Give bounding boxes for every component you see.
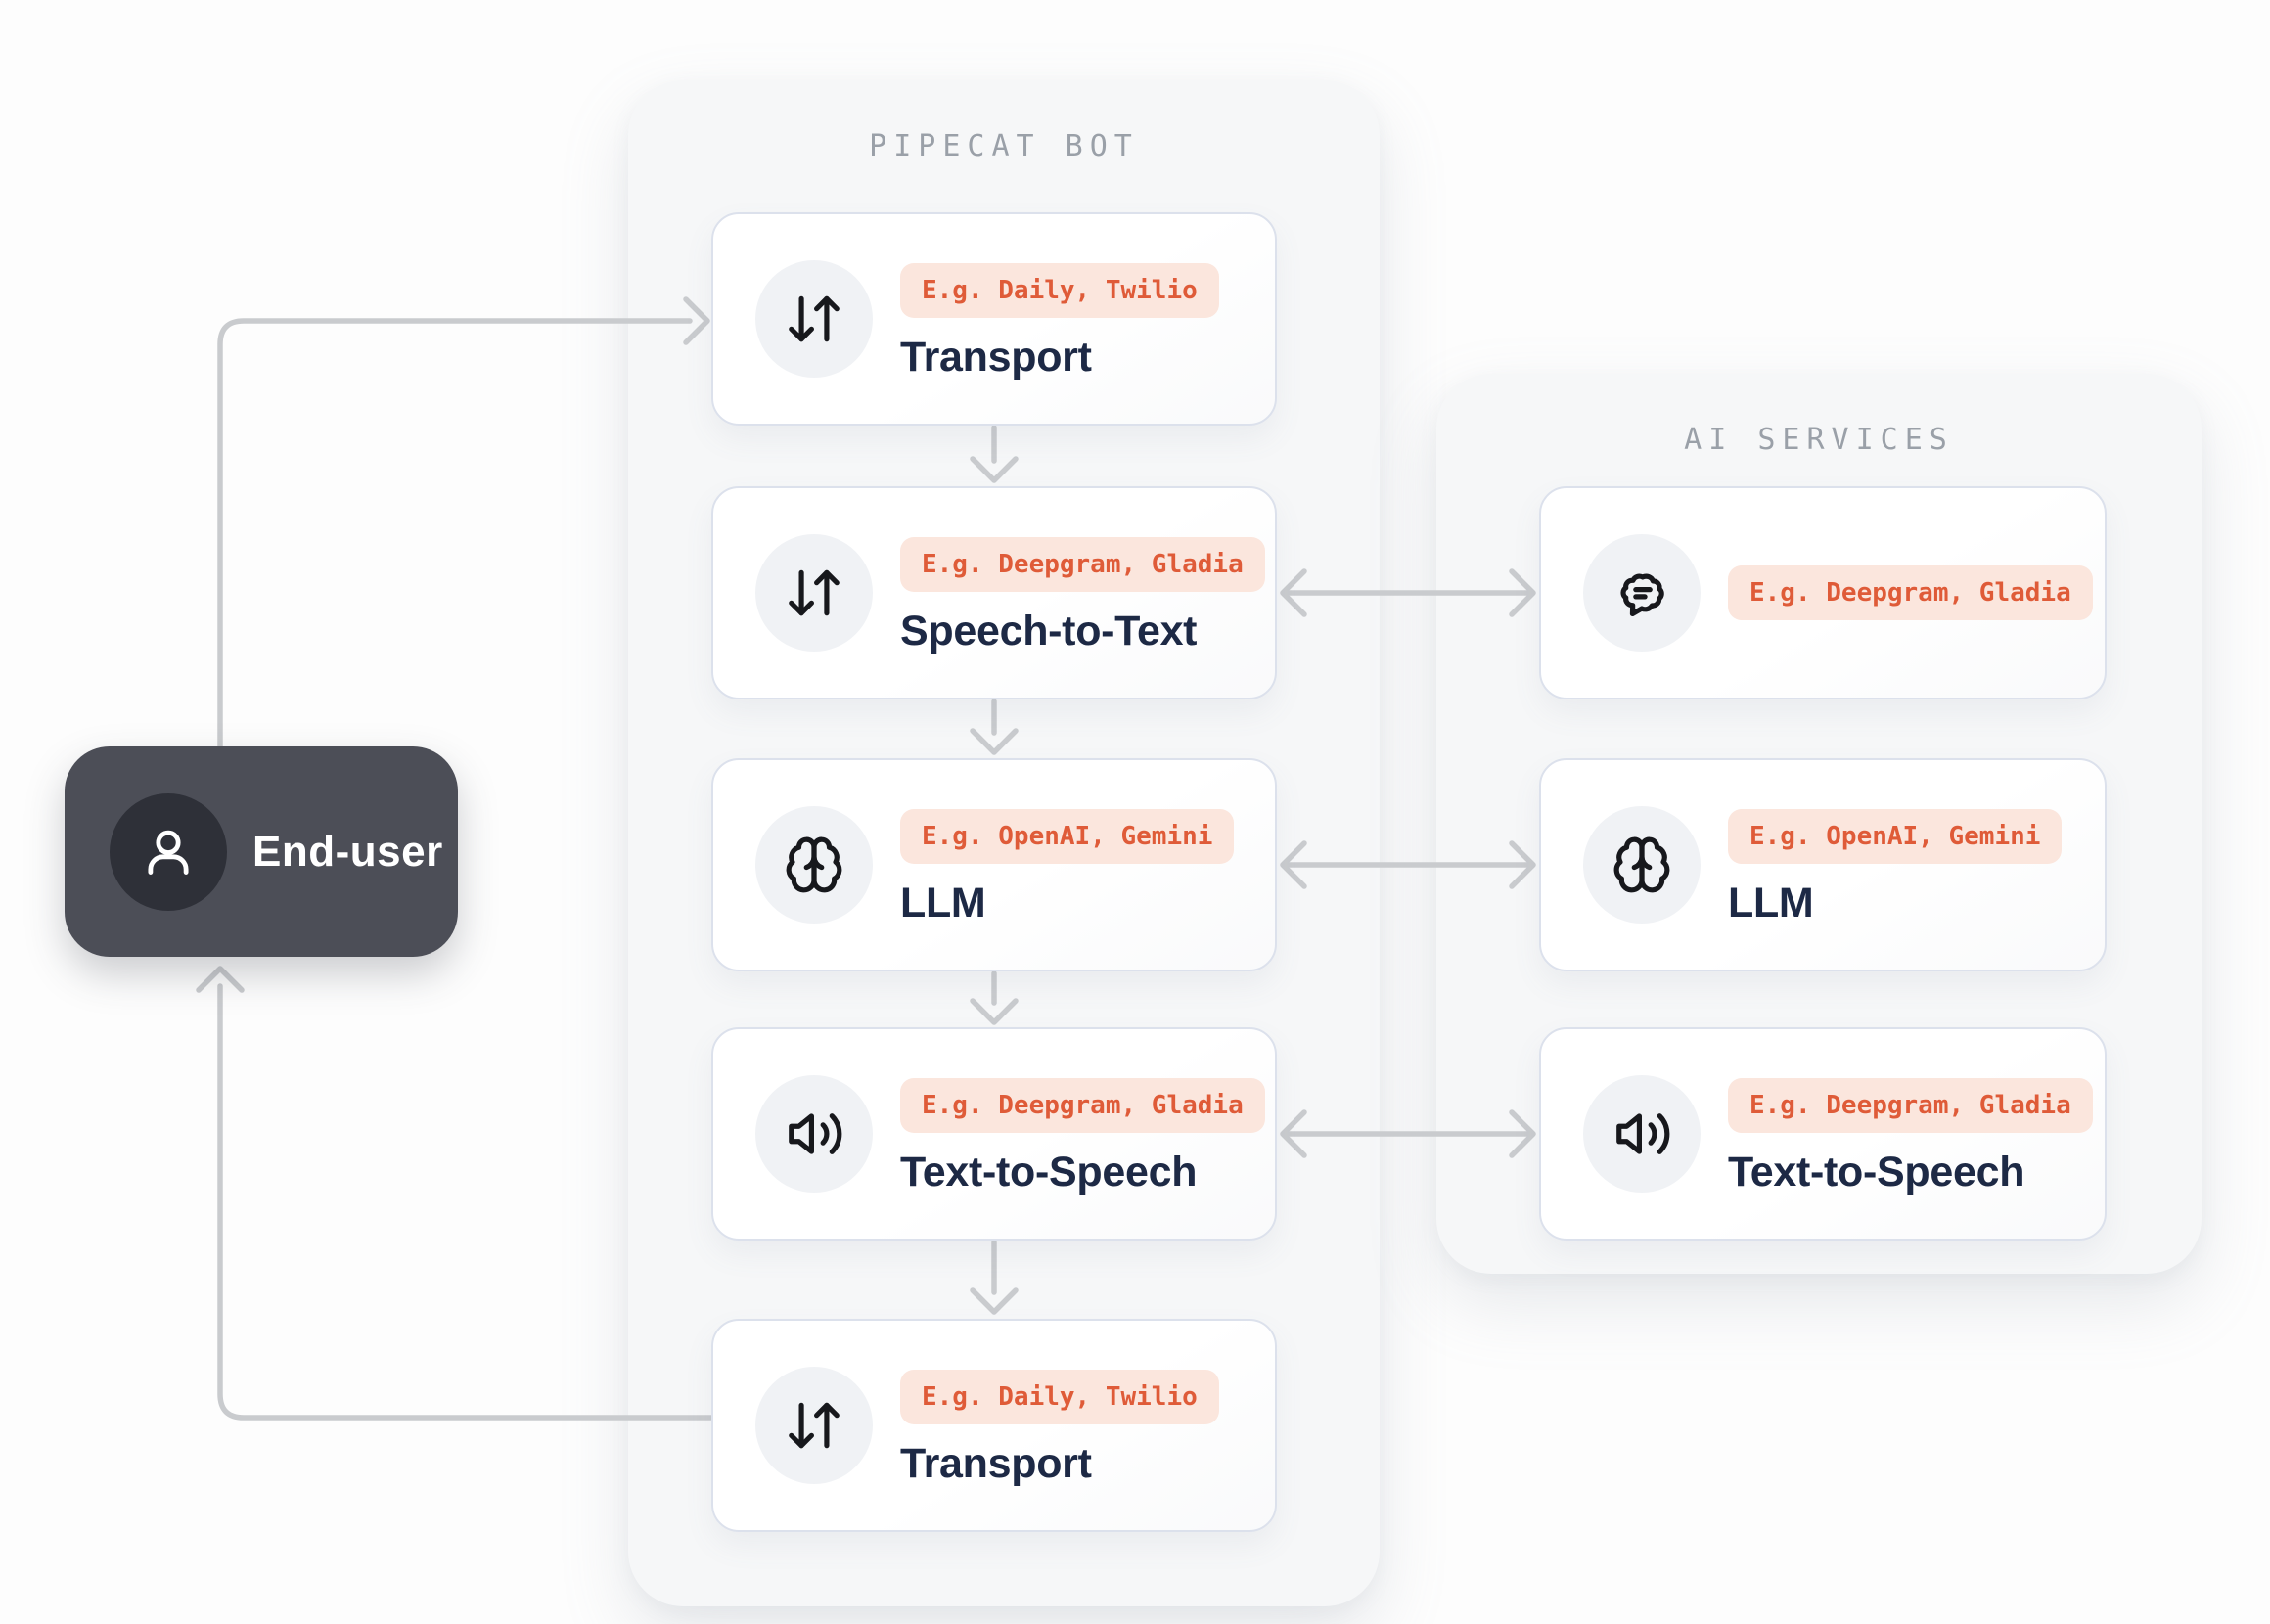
ai-services-panel-title: AI SERVICES xyxy=(1684,423,1954,457)
node-title: Speech-to-Text xyxy=(900,608,1198,654)
provider-badge: E.g. Daily, Twilio xyxy=(900,1370,1219,1424)
pipecat-bot-panel: PIPECAT BOT E.g. Daily, Twilio Transport… xyxy=(628,80,1380,1606)
node-title: Transport xyxy=(900,1440,1092,1487)
node-title: LLM xyxy=(900,880,986,926)
node-title: Text-to-Speech xyxy=(1728,1149,2025,1195)
arrow-down-up-icon xyxy=(755,1367,873,1484)
node-llm: E.g. OpenAI, Gemini LLM xyxy=(711,758,1277,971)
node-stt-service: E.g. Deepgram, Gladia xyxy=(1539,486,2107,699)
brain-icon xyxy=(1583,806,1701,924)
ai-services-panel: AI SERVICES E.g. Deepgram, Gladia E.g. O… xyxy=(1436,374,2202,1274)
provider-badge: E.g. OpenAI, Gemini xyxy=(1728,809,2063,864)
node-title: Transport xyxy=(900,334,1092,381)
node-speech-to-text: E.g. Deepgram, Gladia Speech-to-Text xyxy=(711,486,1277,699)
node-llm-service: E.g. OpenAI, Gemini LLM xyxy=(1539,758,2107,971)
provider-badge: E.g. Deepgram, Gladia xyxy=(1728,1078,2093,1133)
provider-badge: E.g. Deepgram, Gladia xyxy=(900,537,1265,592)
arrow-down-up-icon xyxy=(755,260,873,378)
node-transport-in: E.g. Daily, Twilio Transport xyxy=(711,212,1277,426)
node-transport-out: E.g. Daily, Twilio Transport xyxy=(711,1319,1277,1532)
volume-icon xyxy=(755,1075,873,1193)
speech-bubble-icon xyxy=(1583,534,1701,652)
provider-badge: E.g. Daily, Twilio xyxy=(900,263,1219,318)
node-title: LLM xyxy=(1728,880,1814,926)
node-text-to-speech: E.g. Deepgram, Gladia Text-to-Speech xyxy=(711,1027,1277,1241)
pipecat-panel-title: PIPECAT BOT xyxy=(869,129,1139,163)
arrow-down-up-icon xyxy=(755,534,873,652)
brain-icon xyxy=(755,806,873,924)
provider-badge: E.g. Deepgram, Gladia xyxy=(1728,565,2093,620)
user-icon xyxy=(110,793,227,911)
end-user-node: End-user xyxy=(65,746,458,957)
provider-badge: E.g. Deepgram, Gladia xyxy=(900,1078,1265,1133)
node-title: Text-to-Speech xyxy=(900,1149,1198,1195)
provider-badge: E.g. OpenAI, Gemini xyxy=(900,809,1235,864)
end-user-label: End-user xyxy=(252,827,443,876)
node-tts-service: E.g. Deepgram, Gladia Text-to-Speech xyxy=(1539,1027,2107,1241)
volume-icon xyxy=(1583,1075,1701,1193)
